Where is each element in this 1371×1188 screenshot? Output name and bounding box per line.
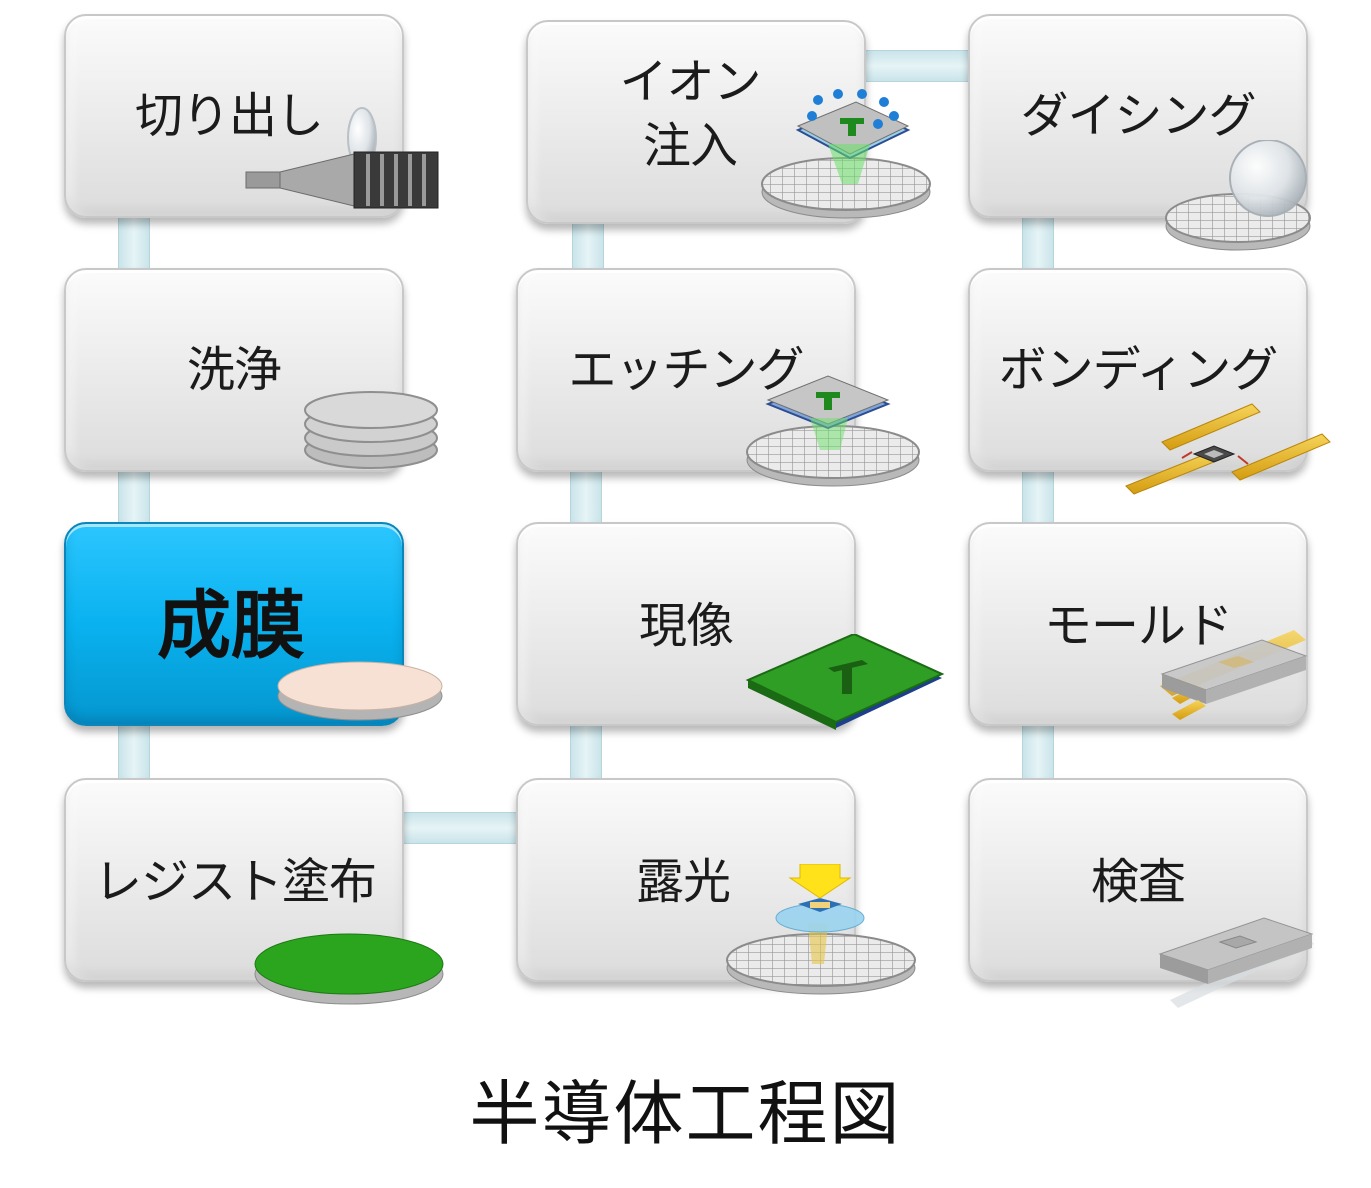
connector-resist-exposure: [400, 812, 522, 844]
connector-mold-inspection: [1022, 722, 1054, 784]
ion-implant-wafer-icon: [761, 89, 931, 219]
step-exposure[interactable]: 露光: [516, 778, 916, 995]
step-cleaning[interactable]: 洗浄: [64, 268, 438, 472]
resist-wafer-icon: [254, 933, 444, 1005]
step-label: モールド: [1043, 598, 1233, 654]
step-label: ボンディング: [998, 342, 1279, 398]
exposure-wafer-icon: [726, 864, 916, 995]
step-label: 露光: [635, 854, 731, 910]
connector-exposure-develop: [570, 722, 602, 784]
coated-wafer-icon: [277, 661, 443, 721]
dicing-wafer-icon: [1165, 140, 1311, 251]
step-label: エッチング: [568, 342, 804, 398]
step-label: ダイシング: [1020, 88, 1256, 144]
step-ion[interactable]: イオン 注入: [526, 20, 931, 224]
step-label: レジスト塗布: [93, 854, 377, 910]
step-film[interactable]: 成膜: [64, 522, 443, 726]
connector-develop-etching: [570, 468, 602, 530]
lead-frame-icon: [1125, 403, 1331, 495]
connector-ion-dicing: [860, 50, 974, 82]
step-label: 洗浄: [186, 342, 282, 398]
connector-dicing-bonding: [1022, 212, 1054, 274]
step-label: 現像: [638, 598, 734, 654]
step-cutting[interactable]: 切り出し: [64, 14, 439, 218]
step-label: 成膜: [157, 583, 305, 669]
step-inspection[interactable]: 検査: [968, 778, 1314, 1008]
step-dicing[interactable]: ダイシング: [968, 14, 1311, 251]
step-label: 検査: [1090, 854, 1186, 910]
step-resist[interactable]: レジスト塗布: [64, 778, 444, 1005]
step-label: 切り出し: [134, 88, 324, 144]
step-bonding[interactable]: ボンディング: [968, 268, 1331, 495]
cutting-tool-icon: [245, 107, 439, 209]
inspected-package-icon: [1158, 917, 1314, 1008]
diagram-title: 半導体工程図: [469, 1073, 902, 1155]
step-label: イオン 注入: [619, 54, 761, 174]
molded-package-icon: [1160, 630, 1308, 720]
developed-chip-icon: [745, 634, 945, 730]
step-develop[interactable]: 現像: [516, 522, 945, 730]
wafer-stack-icon: [304, 391, 438, 469]
etched-wafer-icon: [746, 375, 920, 487]
step-etching[interactable]: エッチング: [516, 268, 920, 487]
step-mold[interactable]: モールド: [968, 522, 1308, 726]
connector-cutting-cleaning: [118, 212, 150, 274]
connector-film-resist: [118, 722, 150, 784]
connector-cleaning-film: [118, 468, 150, 530]
connector-bonding-mold: [1022, 468, 1054, 530]
